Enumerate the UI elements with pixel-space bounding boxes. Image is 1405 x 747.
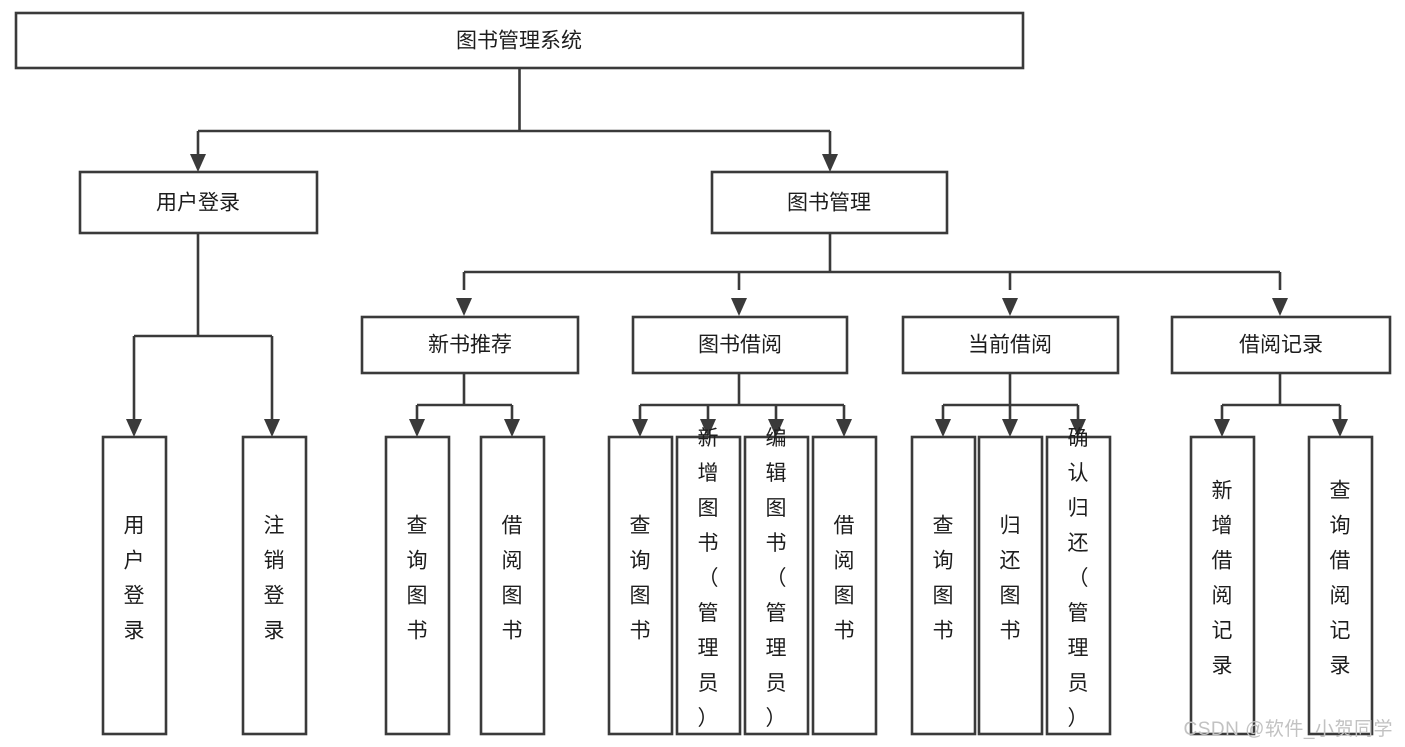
node-leaf-borrow-book-label: 借阅图书 — [834, 515, 855, 643]
node-leaf-add-borrow-record-label: 新增借阅记录 — [1212, 480, 1233, 678]
node-book-manage-box[interactable] — [710, 170, 949, 235]
node-book-manage-label: 图书管理 — [787, 192, 871, 215]
arrow-leaf-query-book-current — [935, 419, 951, 437]
node-user-login-label: 用户登录 — [156, 192, 240, 215]
node-book-manage[interactable]: 图书管理 — [710, 170, 949, 235]
node-leaf-add-book[interactable]: 新增图书（管理员） — [675, 427, 742, 736]
node-new-book-recommend-label: 新书推荐 — [428, 334, 512, 357]
arrow-borrow-record — [1272, 298, 1288, 316]
node-leaf-add-borrow-record-box[interactable] — [1189, 435, 1256, 736]
node-leaf-confirm-return-label: 确认归还（管理员） — [1068, 427, 1089, 730]
node-user-login-box[interactable] — [78, 170, 319, 235]
node-leaf-borrow-book-rec-box[interactable] — [479, 435, 546, 736]
node-leaf-query-borrow-record-label: 查询借阅记录 — [1330, 480, 1351, 678]
node-user-login[interactable]: 用户登录 — [78, 170, 319, 235]
node-book-borrow-label: 图书借阅 — [698, 334, 782, 357]
node-leaf-borrow-book-box[interactable] — [811, 435, 878, 736]
node-borrow-record-box[interactable] — [1170, 315, 1392, 375]
node-leaf-add-borrow-record[interactable]: 新增借阅记录 — [1189, 435, 1256, 736]
node-leaf-return-book-box[interactable] — [977, 435, 1044, 736]
node-leaf-query-book-current-label: 查询图书 — [933, 515, 954, 643]
node-current-borrow-label: 当前借阅 — [968, 334, 1052, 357]
node-leaf-logout-login-label: 注销登录 — [264, 515, 285, 643]
arrow-leaf-logout-login — [264, 419, 280, 437]
node-leaf-user-login-box[interactable] — [101, 435, 168, 736]
arrow-leaf-query-borrow-record — [1332, 419, 1348, 437]
node-leaf-query-book-borrow-box[interactable] — [607, 435, 674, 736]
node-book-borrow[interactable]: 图书借阅 — [631, 315, 849, 375]
node-leaf-query-book-current-box[interactable] — [910, 435, 977, 736]
arrow-leaf-add-borrow-record — [1214, 419, 1230, 437]
arrow-leaf-query-book-rec — [409, 419, 425, 437]
arrow-new-book-recommend — [456, 298, 472, 316]
arrow-leaf-return-book — [1002, 419, 1018, 437]
arrow-user-login — [190, 154, 206, 172]
node-root-box[interactable] — [14, 11, 1025, 70]
node-current-borrow-box[interactable] — [901, 315, 1120, 375]
node-leaf-logout-login-box[interactable] — [241, 435, 308, 736]
node-leaf-query-book-rec-box[interactable] — [384, 435, 451, 736]
arrow-book-borrow — [731, 298, 747, 316]
node-leaf-return-book-label: 归还图书 — [1000, 515, 1021, 643]
node-leaf-user-login-label: 用户登录 — [124, 515, 145, 643]
node-borrow-record[interactable]: 借阅记录 — [1170, 315, 1392, 375]
node-book-borrow-box[interactable] — [631, 315, 849, 375]
node-leaf-query-book-borrow[interactable]: 查询图书 — [607, 435, 674, 736]
node-leaf-query-book-rec[interactable]: 查询图书 — [384, 435, 451, 736]
node-leaf-borrow-book[interactable]: 借阅图书 — [811, 435, 878, 736]
node-leaf-query-borrow-record[interactable]: 查询借阅记录 — [1307, 435, 1374, 736]
node-leaf-add-book-box[interactable] — [675, 435, 742, 736]
node-leaf-borrow-book-rec-label: 借阅图书 — [502, 515, 523, 643]
node-leaf-edit-book-box[interactable] — [743, 435, 810, 736]
node-leaf-user-login[interactable]: 用户登录 — [101, 435, 168, 736]
node-leaf-query-book-rec-label: 查询图书 — [407, 515, 428, 643]
node-borrow-record-label: 借阅记录 — [1239, 334, 1323, 357]
node-leaf-query-book-borrow-label: 查询图书 — [630, 515, 651, 643]
arrow-leaf-borrow-book — [836, 419, 852, 437]
node-new-book-recommend-box[interactable] — [360, 315, 580, 375]
node-leaf-confirm-return[interactable]: 确认归还（管理员） — [1045, 427, 1112, 736]
node-new-book-recommend[interactable]: 新书推荐 — [360, 315, 580, 375]
arrow-book-manage — [822, 154, 838, 172]
node-leaf-confirm-return-box[interactable] — [1045, 435, 1112, 736]
arrow-leaf-user-login — [126, 419, 142, 437]
arrow-leaf-query-book-borrow — [632, 419, 648, 437]
node-leaf-borrow-book-rec[interactable]: 借阅图书 — [479, 435, 546, 736]
node-root-label: 图书管理系统 — [456, 30, 582, 53]
node-current-borrow[interactable]: 当前借阅 — [901, 315, 1120, 375]
csdn-watermark: CSDN @软件_小贺同学 — [1183, 719, 1393, 740]
arrow-current-borrow — [1002, 298, 1018, 316]
node-root[interactable]: 图书管理系统 — [14, 11, 1025, 70]
node-leaf-logout-login[interactable]: 注销登录 — [241, 435, 308, 736]
node-leaf-add-book-label: 新增图书（管理员） — [698, 427, 719, 730]
node-leaf-query-borrow-record-box[interactable] — [1307, 435, 1374, 736]
node-leaf-return-book[interactable]: 归还图书 — [977, 435, 1044, 736]
node-leaf-edit-book[interactable]: 编辑图书（管理员） — [743, 427, 810, 736]
node-leaf-query-book-current[interactable]: 查询图书 — [910, 435, 977, 736]
connector-layer — [126, 68, 1348, 437]
arrow-leaf-borrow-book-rec — [504, 419, 520, 437]
node-leaf-edit-book-label: 编辑图书（管理员） — [766, 427, 787, 730]
